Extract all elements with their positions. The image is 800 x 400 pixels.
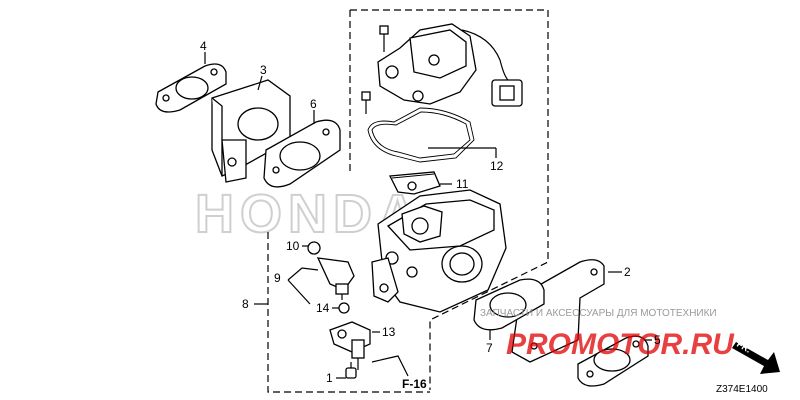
callout-4: 4 [200,39,207,53]
diagram-code: Z374E1400 [716,384,768,395]
reference-label: F-16 [402,377,427,391]
callout-3: 3 [260,63,267,77]
solenoid-part-13 [329,321,371,370]
assembly-boundary-8 [267,232,430,393]
screw-part-1 [345,362,357,379]
gasket-part-7 [473,278,545,331]
callout-7: 7 [486,341,493,355]
callout-1: 1 [326,371,333,385]
promotor-logo: PROMOTOR.RU [506,328,735,361]
o-ring-part-14 [338,302,350,314]
leader-3 [257,75,263,91]
leader-f16 [371,355,409,377]
front-direction-arrow-icon [732,342,780,374]
insulator-part-3 [211,79,291,183]
gasket-part-6 [263,119,341,188]
bracket-part-2 [511,259,605,363]
callout-14: 14 [316,301,330,315]
callout-9: 9 [274,271,281,285]
callout-8: 8 [242,297,249,311]
o-ring-part-10 [307,241,321,255]
assembly-boundary-12 [350,9,549,390]
callout-12: 12 [490,159,504,173]
honda-watermark: HONDA [195,184,423,244]
motor-assembly-part-12 [361,23,523,163]
leader-9a [287,267,319,281]
callout-11: 11 [456,177,469,191]
sector-gear-part-11 [388,171,441,195]
valve-part-9 [316,257,355,300]
callout-6: 6 [310,97,317,111]
shop-watermark-text: ЗАПЧАСТИ И АКСЕССУАРЫ ДЛЯ МОТОТЕХНИКИ [480,308,717,319]
callout-2: 2 [624,265,631,279]
callout-13: 13 [382,325,396,339]
gasket-part-4 [155,63,227,113]
carburetor-body [371,189,507,313]
callout-5: 5 [654,333,661,347]
gasket-part-5 [577,335,649,387]
callout-10: 10 [286,239,300,253]
leader-9b [287,279,311,305]
